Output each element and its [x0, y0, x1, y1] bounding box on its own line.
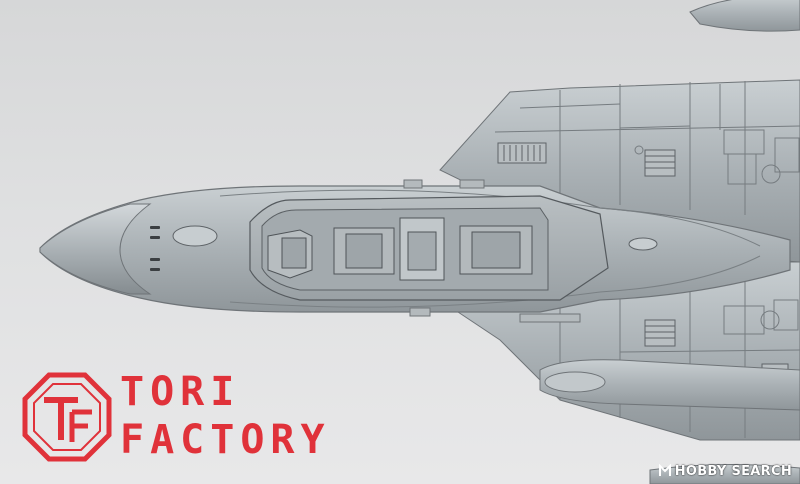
upper-vent-right	[644, 149, 676, 177]
brand-name-line-2: FACTORY	[120, 417, 331, 463]
rear-seat	[459, 225, 533, 275]
access-port	[761, 164, 781, 184]
watermark-text: HOBBY SEARCH	[674, 463, 792, 479]
upper-vent-left	[497, 142, 547, 164]
center-console	[399, 217, 445, 281]
upper-wing	[439, 79, 800, 263]
hobby-search-logo-icon	[658, 464, 671, 476]
sensor-dome	[172, 225, 218, 247]
brand-name-line-1: TORI	[120, 369, 241, 415]
brand-logo: TORI FACTORY	[22, 372, 442, 472]
hobby-search-watermark: HOBBY SEARCH	[658, 462, 792, 480]
cockpit-tub	[249, 195, 609, 301]
middle-seat	[333, 227, 395, 275]
lower-pod	[539, 359, 800, 411]
front-seat	[267, 229, 313, 279]
tori-factory-emblem-icon	[22, 372, 112, 462]
upper-pod	[689, 0, 800, 32]
nose-vents	[150, 226, 160, 271]
lower-vent	[644, 319, 676, 347]
nose-cone	[39, 203, 152, 295]
